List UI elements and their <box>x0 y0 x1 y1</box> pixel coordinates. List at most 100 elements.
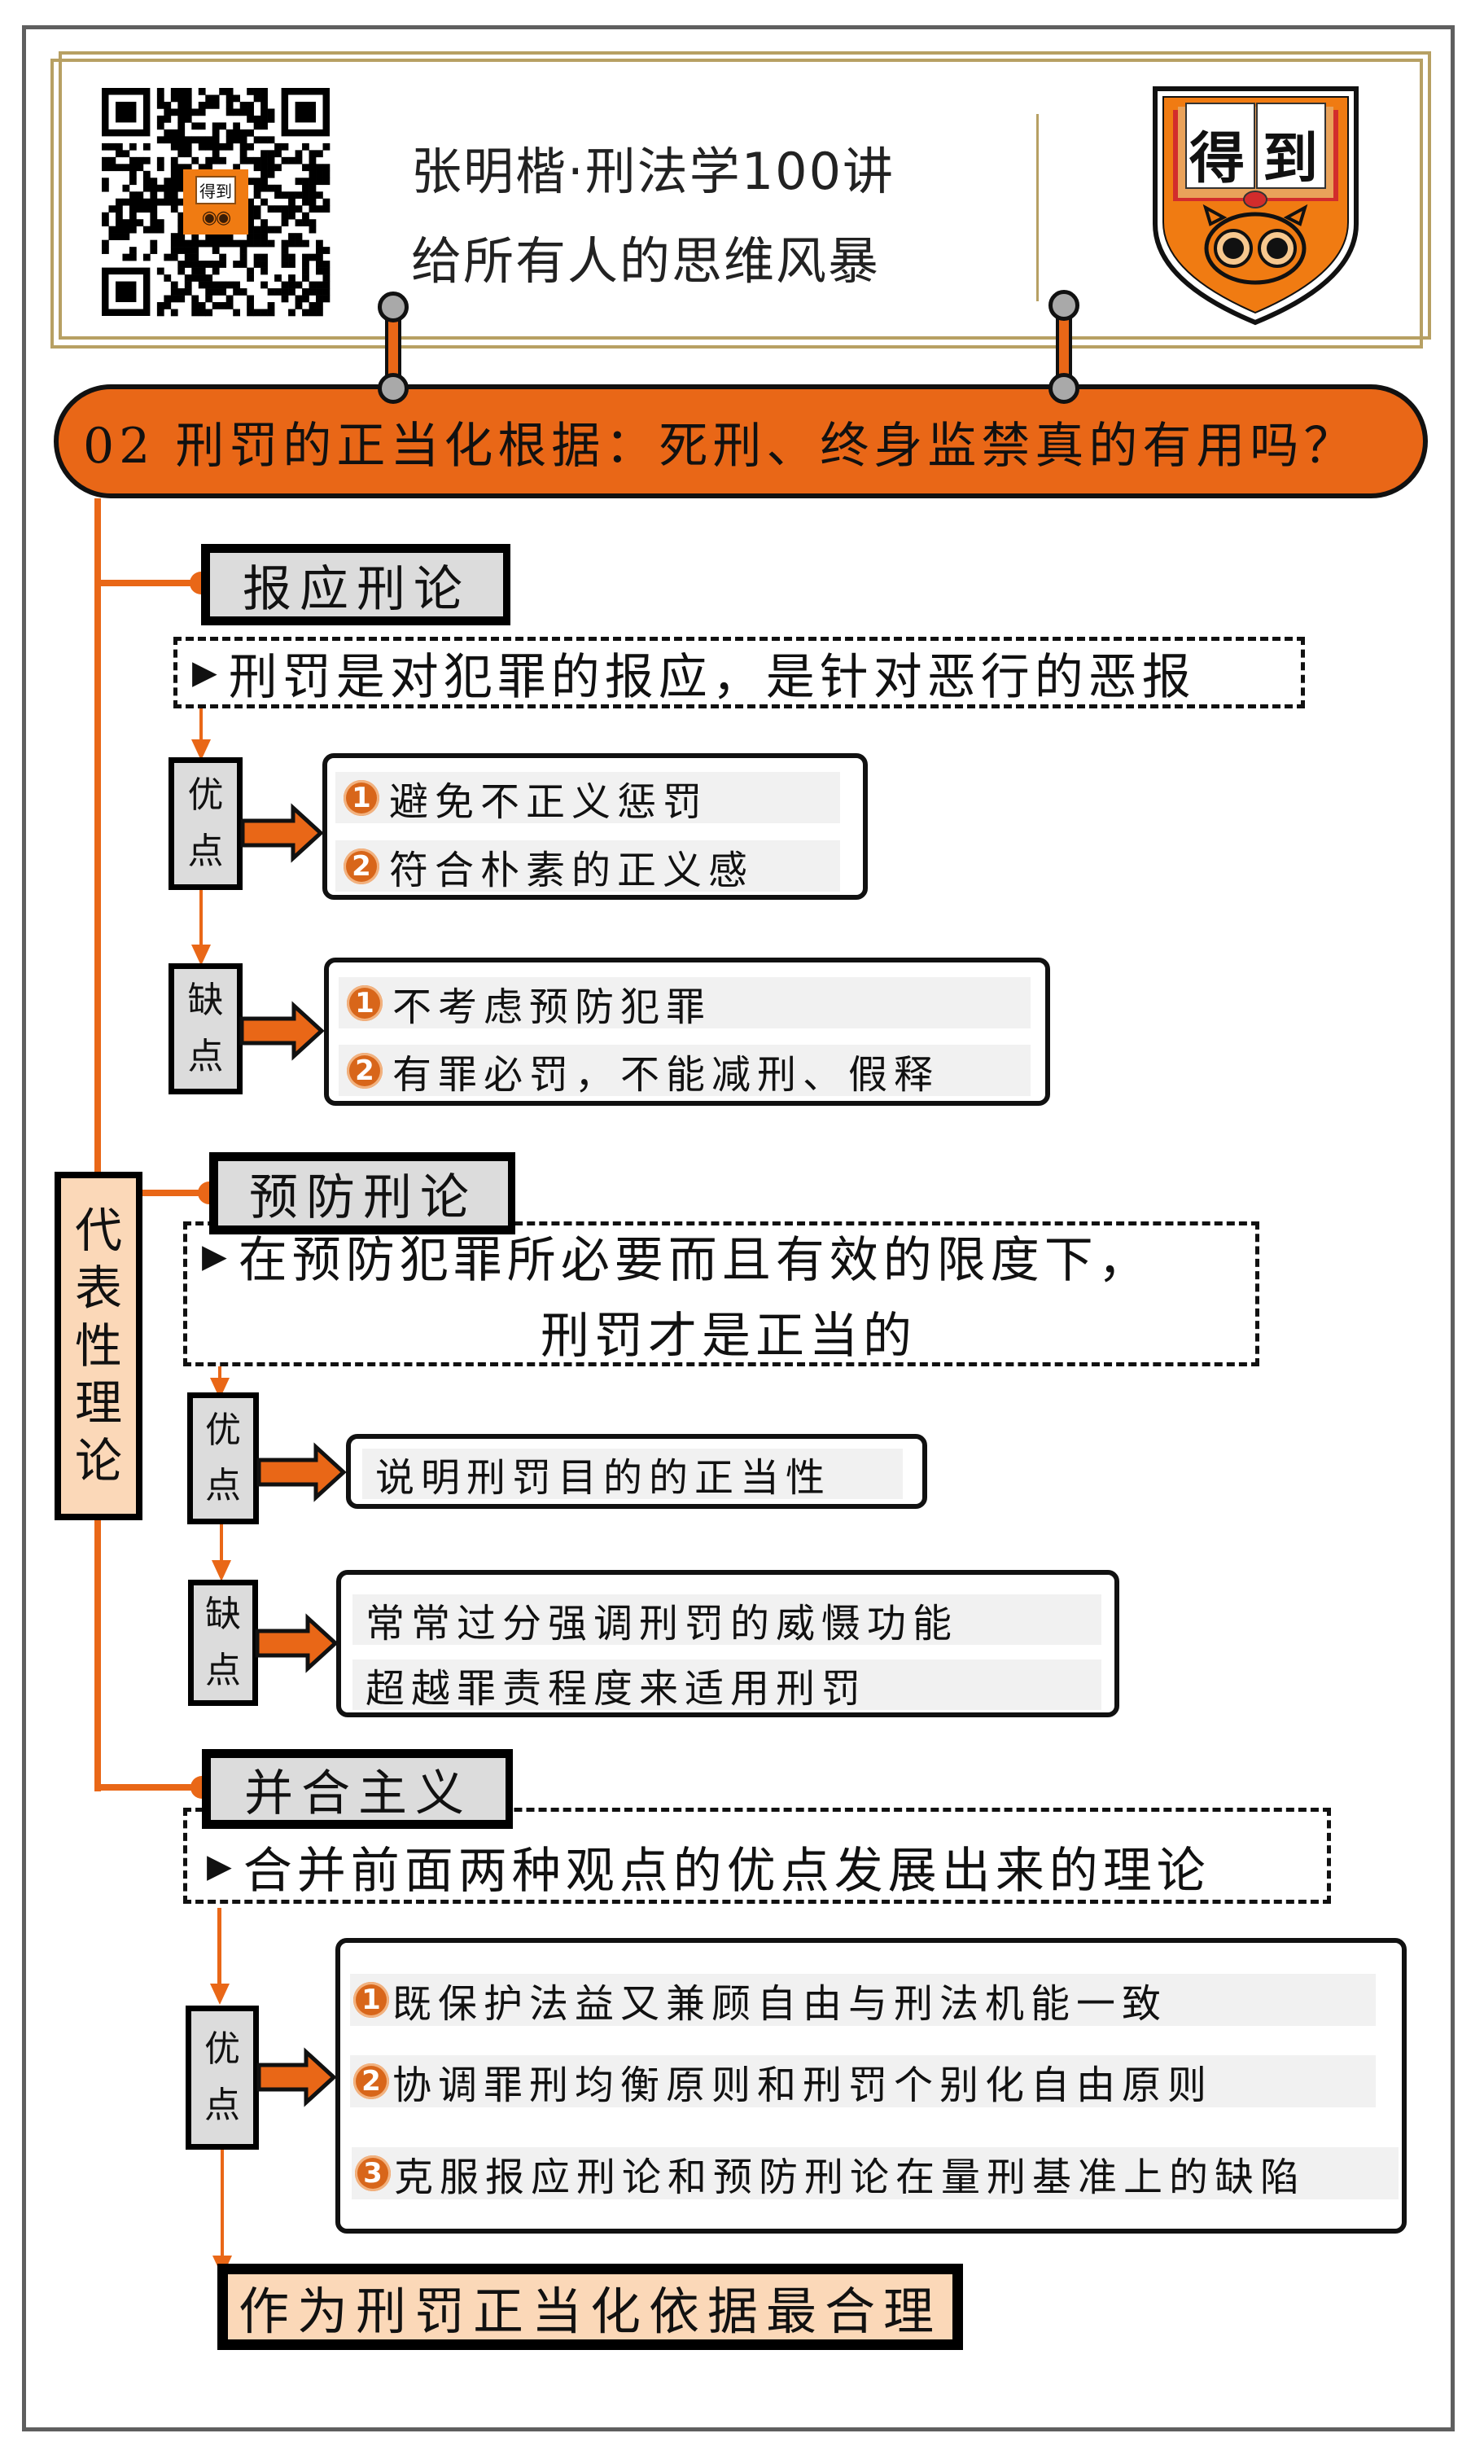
number-1-icon: 1 <box>344 779 379 816</box>
list-item: 2 符合朴素的正义感 <box>335 840 840 893</box>
prevention-definition-box: ▶ 在预防犯罪所必要而且有效的限度下， 刑罚才是正当的 <box>183 1221 1259 1366</box>
connector-knob-top-left <box>378 292 409 322</box>
list-item-text: 有罪必罚，不能减刑、假释 <box>392 1051 940 1098</box>
tag-char: 缺 <box>205 1594 241 1636</box>
prevention-pros-tag: 优 点 <box>187 1392 259 1524</box>
side-label-char: 理 <box>74 1375 122 1431</box>
connector-stem-right <box>1056 318 1072 383</box>
number-2-icon: 2 <box>353 2063 389 2099</box>
side-label-char: 性 <box>74 1317 122 1374</box>
retribution-cons-list: 1 不考虑预防犯罪 2 有罪必罚，不能减刑、假释 <box>324 958 1050 1106</box>
connector-knob-bottom-left <box>378 373 409 404</box>
retribution-cons-tag: 缺 点 <box>169 963 243 1094</box>
qr-logo-badge: 得到 ◉◉ <box>183 169 248 235</box>
prevention-definition-line2: 刑罚才是正当的 <box>541 1308 917 1365</box>
list-item-text: 协调罪刑均衡原则和刑罚个别化自由原则 <box>392 2063 1214 2108</box>
list-item: 常常过分强调刑罚的威慑功能 <box>352 1594 1101 1646</box>
triangle-bullet-icon: ▶ <box>202 1237 232 1275</box>
retribution-pros-list: 1 避免不正义惩罚 2 符合朴素的正义感 <box>322 753 868 900</box>
combined-pros-list: 1 既保护法益又兼顾自由与刑法机能一致 2 协调罪刑均衡原则和刑罚个别化自由原则… <box>335 1938 1407 2234</box>
flow-line <box>217 1908 221 1989</box>
retribution-definition: 刑罚是对犯罪的报应，是针对恶行的恶报 <box>228 648 1196 706</box>
tag-char: 缺 <box>187 980 224 1022</box>
logo-text-left: 得 <box>1189 127 1245 191</box>
section-title-text: 预防刑论 <box>249 1169 477 1226</box>
arrow-right-icon <box>240 803 324 863</box>
arrow-right-icon <box>255 1613 339 1673</box>
dedao-logo: 得 到 <box>1152 85 1359 326</box>
prevention-cons-list: 常常过分强调刑罚的威慑功能 超越罪责程度来适用刑罚 <box>336 1570 1119 1717</box>
number-3-icon: 3 <box>355 2155 391 2191</box>
arrow-right-icon <box>256 1442 347 1502</box>
list-item: 3 克服报应刑论和预防刑论在量刑基准上的缺陷 <box>352 2147 1399 2200</box>
course-title: 张明楷·刑法学100讲 <box>411 142 895 201</box>
arrow-right-icon <box>239 1001 325 1061</box>
section-title-text: 并合主义 <box>244 1765 472 1822</box>
arrow-right-icon <box>256 2047 337 2107</box>
representative-theories-label: 代 表 性 理 论 <box>55 1172 142 1520</box>
tag-char: 点 <box>205 1465 241 1506</box>
combined-definition-box: ▶ 合并前面两种观点的优点发展出来的理论 <box>183 1808 1331 1904</box>
flow-line <box>199 890 203 947</box>
connector-knob-top-right <box>1048 290 1079 321</box>
flow-line <box>218 1366 221 1384</box>
owl-icon: ◉◉ <box>201 208 231 228</box>
list-item: 超越罪责程度来适用刑罚 <box>352 1659 1101 1712</box>
list-item: 1 既保护法益又兼顾自由与刑法机能一致 <box>350 1974 1376 2027</box>
list-item-text: 超越罪责程度来适用刑罚 <box>366 1666 868 1712</box>
prevention-theory-title: 预防刑论 <box>209 1152 515 1234</box>
owl-icon <box>1202 204 1308 285</box>
page-frame <box>22 25 1455 2431</box>
tree-trunk-line <box>94 498 101 1791</box>
list-item: 1 避免不正义惩罚 <box>335 772 840 825</box>
list-item-text: 不考虑预防犯罪 <box>392 984 712 1030</box>
side-label-char: 代 <box>74 1203 122 1259</box>
qr-badge-text: 得到 <box>195 176 236 204</box>
branch-connector-3 <box>94 1784 200 1791</box>
header-frame-inner <box>59 51 1431 340</box>
combined-pros-tag: 优 点 <box>186 2006 259 2150</box>
tag-char: 优 <box>204 2028 240 2071</box>
tag-char: 点 <box>187 830 224 872</box>
list-item-text: 说明刑罚目的的正当性 <box>375 1455 832 1501</box>
branch-connector-1 <box>94 580 200 586</box>
tag-char: 点 <box>187 1035 224 1077</box>
logo-text-right: 到 <box>1263 127 1319 191</box>
header-frame-outer <box>50 59 1423 349</box>
flow-line <box>199 708 203 749</box>
qr-code: 得到 ◉◉ <box>102 88 331 317</box>
triangle-bullet-icon: ▶ <box>192 654 222 691</box>
list-item: 2 有罪必罚，不能减刑、假释 <box>339 1045 1031 1098</box>
flow-line <box>221 2150 224 2256</box>
tag-char: 优 <box>205 1409 241 1451</box>
prevention-cons-tag: 缺 点 <box>188 1580 258 1706</box>
flow-line <box>220 1524 223 1565</box>
side-label-char: 表 <box>74 1260 122 1316</box>
conclusion-text: 作为刑罚正当化依据最合理 <box>238 2282 942 2341</box>
list-item-text: 符合朴素的正义感 <box>389 847 755 893</box>
number-2-icon: 2 <box>347 1052 383 1089</box>
retribution-definition-box: ▶ 刑罚是对犯罪的报应，是针对恶行的恶报 <box>173 637 1305 708</box>
list-item-text: 既保护法益又兼顾自由与刑法机能一致 <box>392 1981 1168 2027</box>
conclusion-box: 作为刑罚正当化依据最合理 <box>217 2264 963 2350</box>
number-2-icon: 2 <box>344 848 379 884</box>
lesson-title: 02 刑罚的正当化根据：死刑、终身监禁真的有用吗？ <box>83 417 1358 475</box>
list-item-text: 常常过分强调刑罚的威慑功能 <box>366 1601 959 1646</box>
list-item: 说明刑罚目的的正当性 <box>362 1449 903 1501</box>
number-1-icon: 1 <box>347 984 383 1021</box>
list-item: 2 协调罪刑均衡原则和刑罚个别化自由原则 <box>350 2055 1376 2108</box>
triangle-bullet-icon: ▶ <box>207 1848 237 1885</box>
course-subtitle: 给所有人的思维风暴 <box>411 231 881 291</box>
arrow-down-icon <box>191 945 211 966</box>
prevention-pros-list: 说明刑罚目的的正当性 <box>346 1434 927 1509</box>
combined-theory-title: 并合主义 <box>202 1749 513 1829</box>
list-item: 1 不考虑预防犯罪 <box>339 977 1031 1030</box>
number-1-icon: 1 <box>353 1982 389 2018</box>
connector-stem-left <box>385 318 401 383</box>
arrow-down-icon <box>210 1984 230 2005</box>
list-item-text: 避免不正义惩罚 <box>389 778 709 825</box>
connector-knob-bottom-right <box>1048 373 1079 404</box>
combined-definition: 合并前面两种观点的优点发展出来的理论 <box>243 1842 1210 1900</box>
branch-connector-2 <box>138 1190 208 1196</box>
tag-char: 点 <box>205 1649 241 1691</box>
